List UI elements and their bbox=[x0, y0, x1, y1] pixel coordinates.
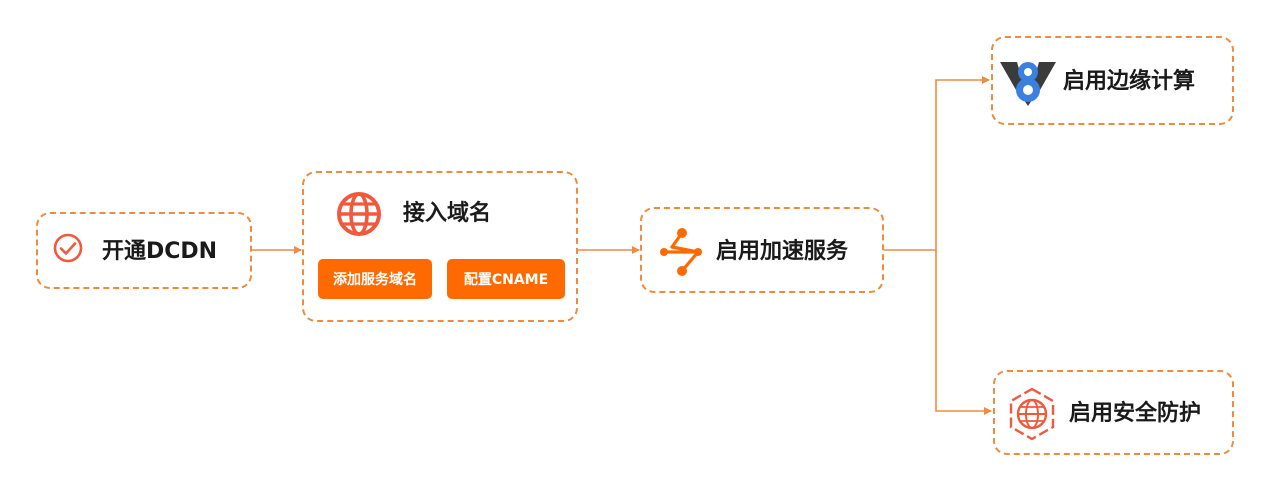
globe-icon bbox=[336, 191, 382, 241]
node-enable-acceleration-label: 启用加速服务 bbox=[716, 239, 849, 264]
node-enable-security-label: 启用安全防护 bbox=[1069, 401, 1202, 426]
node-enable-acceleration[interactable]: 启用加速服务 bbox=[640, 207, 884, 293]
node-enable-edge-computing-label: 启用边缘计算 bbox=[1063, 69, 1196, 94]
connector-acceleration-to-security bbox=[935, 250, 992, 415]
configure-cname-button[interactable]: 配置CNAME bbox=[447, 259, 565, 299]
node-enable-edge-computing[interactable]: 启用边缘计算 bbox=[991, 36, 1234, 125]
shield-globe-icon bbox=[1005, 387, 1059, 445]
node-enable-dcdn[interactable]: 开通DCDN bbox=[36, 212, 252, 289]
connector-acceleration-to-edge bbox=[884, 76, 990, 251]
node-enable-dcdn-label: 开通DCDN bbox=[102, 239, 218, 264]
node-enable-security[interactable]: 启用安全防护 bbox=[993, 370, 1234, 455]
check-circle-icon bbox=[52, 232, 84, 268]
route-nodes-icon bbox=[658, 227, 706, 281]
add-service-domain-button[interactable]: 添加服务域名 bbox=[318, 259, 432, 299]
edge-routine-icon bbox=[999, 58, 1057, 112]
node-add-domain: 接入域名 添加服务域名 配置CNAME bbox=[302, 171, 578, 322]
node-add-domain-label: 接入域名 bbox=[403, 201, 492, 226]
